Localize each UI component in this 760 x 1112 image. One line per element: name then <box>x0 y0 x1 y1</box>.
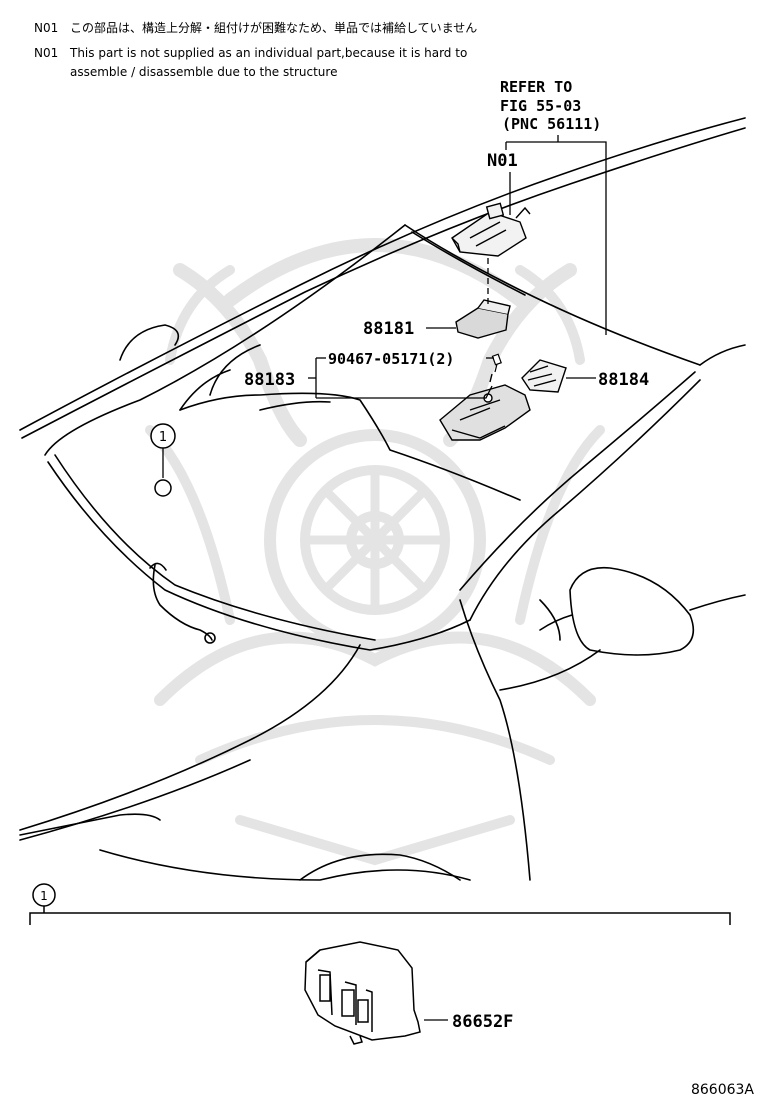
reference-line-1: REFER TO <box>500 78 572 96</box>
detail-circle-label: 1 <box>40 889 48 903</box>
part-88183 <box>439 373 531 441</box>
detail-circle-1 <box>32 883 56 907</box>
note-text: この部品は、構造上分解・組付けが困難なため、単品では補給していません <box>70 21 478 35</box>
part-n01-bracket <box>451 202 531 257</box>
note-text: This part is not supplied as an individu… <box>70 46 468 60</box>
figure-code: 866063A <box>691 1082 754 1098</box>
part-86652f-sensor <box>304 941 421 1045</box>
detail-frame <box>29 903 731 925</box>
callout-88184: 88184 <box>598 370 649 390</box>
note-english-2: assemble / disassemble due to the struct… <box>34 63 337 81</box>
note-code: N01 <box>34 46 59 60</box>
note-japanese: N01 この部品は、構造上分解・組付けが困難なため、単品では補給していません <box>34 19 477 37</box>
callout-n01: N01 <box>487 151 518 171</box>
note-english-1: N01 This part is not supplied as an indiv… <box>34 44 467 62</box>
car-body-outline <box>19 117 746 881</box>
watermark-emblem <box>145 238 605 866</box>
callout-88183: 88183 <box>244 370 295 390</box>
callout-88181: 88181 <box>363 319 414 339</box>
reference-line-2: FIG 55-03 <box>500 97 581 115</box>
note-code: N01 <box>34 21 59 35</box>
callout-90467: 90467-05171(2) <box>328 350 454 368</box>
part-88184 <box>521 359 567 393</box>
note-text: assemble / disassemble due to the struct… <box>70 65 338 79</box>
reference-circle-1 <box>150 423 176 497</box>
leader-lines <box>162 135 607 1021</box>
reference-line-3: (PNC 56111) <box>502 115 601 133</box>
part-90467-screw <box>491 353 502 373</box>
callout-86652f: 86652F <box>452 1012 513 1032</box>
reference-circle-label: 1 <box>159 430 167 445</box>
part-88181 <box>455 299 511 339</box>
